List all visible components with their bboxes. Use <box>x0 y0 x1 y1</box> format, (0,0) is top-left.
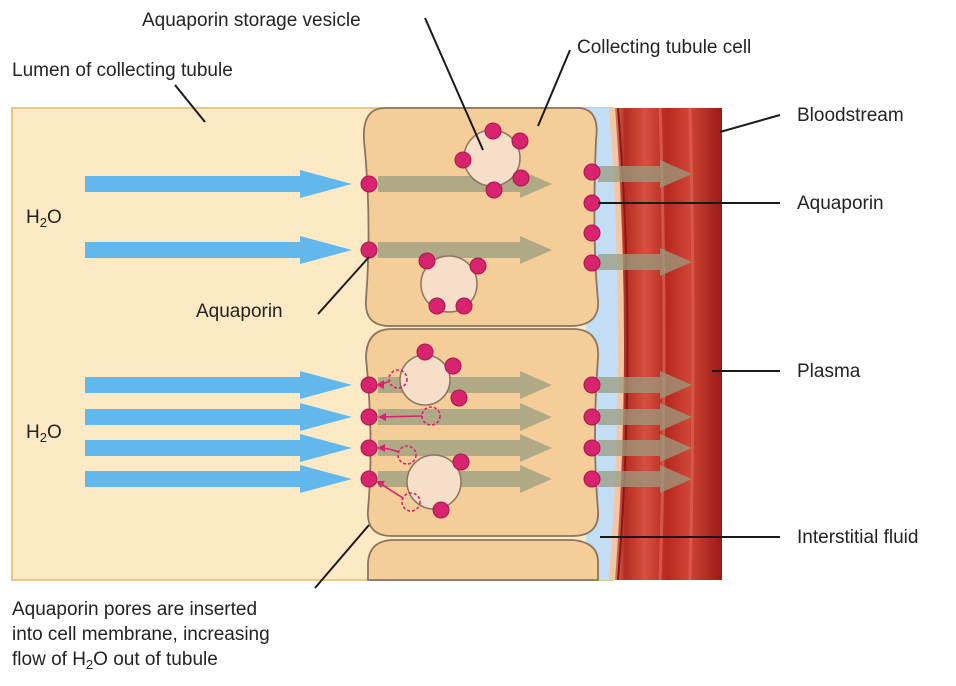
water-h: H <box>26 207 40 228</box>
water-o: O <box>47 422 62 443</box>
footnote-line-2: into cell membrane, increasing <box>12 622 270 647</box>
footnote-line-3: flow of H2O out of tubule <box>12 647 270 677</box>
footnote-line-3-post: O out of tubule <box>93 649 218 670</box>
collecting-tubule-cell-lower <box>368 540 598 580</box>
aquaporin <box>584 409 600 425</box>
aquaporin <box>584 440 600 456</box>
aquaporin <box>433 502 449 518</box>
label-lumen: Lumen of collecting tubule <box>12 59 233 82</box>
aquaporin <box>417 344 433 360</box>
aquaporin <box>584 377 600 393</box>
water-h: H <box>26 422 40 443</box>
water-subscript: 2 <box>40 430 47 445</box>
label-water-bottom: H2O <box>26 421 62 449</box>
leader-bloodstream <box>720 115 780 132</box>
footnote-aquaporin-insertion: Aquaporin pores are inserted into cell m… <box>12 597 270 677</box>
aquaporin <box>445 358 461 374</box>
footnote-line-1: Aquaporin pores are inserted <box>12 597 270 622</box>
aquaporin <box>361 471 377 487</box>
aquaporin <box>361 176 377 192</box>
label-storage-vesicle: Aquaporin storage vesicle <box>142 9 361 32</box>
aquaporin <box>361 242 377 258</box>
aquaporin <box>584 164 600 180</box>
label-interstitial-fluid: Interstitial fluid <box>797 526 918 549</box>
aquaporin <box>419 253 435 269</box>
collecting-tubule-cell-middle <box>366 329 598 536</box>
aquaporin <box>455 152 471 168</box>
label-collecting-tubule-cell: Collecting tubule cell <box>577 36 751 59</box>
water-o: O <box>47 207 62 228</box>
label-aquaporin-right: Aquaporin <box>797 192 884 215</box>
label-plasma: Plasma <box>797 360 860 383</box>
water-subscript: 2 <box>40 215 47 230</box>
insertion-arrow <box>380 416 422 417</box>
aquaporin <box>456 298 472 314</box>
label-bloodstream: Bloodstream <box>797 104 904 127</box>
aquaporin <box>485 123 501 139</box>
aquaporin <box>361 440 377 456</box>
aquaporin <box>470 258 486 274</box>
aquaporin <box>453 454 469 470</box>
aquaporin <box>361 377 377 393</box>
label-water-top: H2O <box>26 206 62 234</box>
aquaporin <box>486 182 502 198</box>
aquaporin <box>584 471 600 487</box>
footnote-line-3-pre: flow of H <box>12 649 86 670</box>
aquaporin <box>584 195 600 211</box>
aquaporin <box>513 170 529 186</box>
aquaporin <box>584 255 600 271</box>
label-aquaporin-left: Aquaporin <box>196 300 283 323</box>
aquaporin <box>429 298 445 314</box>
aquaporin <box>361 409 377 425</box>
aquaporin <box>584 225 600 241</box>
aquaporin <box>512 133 528 149</box>
aquaporin <box>451 390 467 406</box>
